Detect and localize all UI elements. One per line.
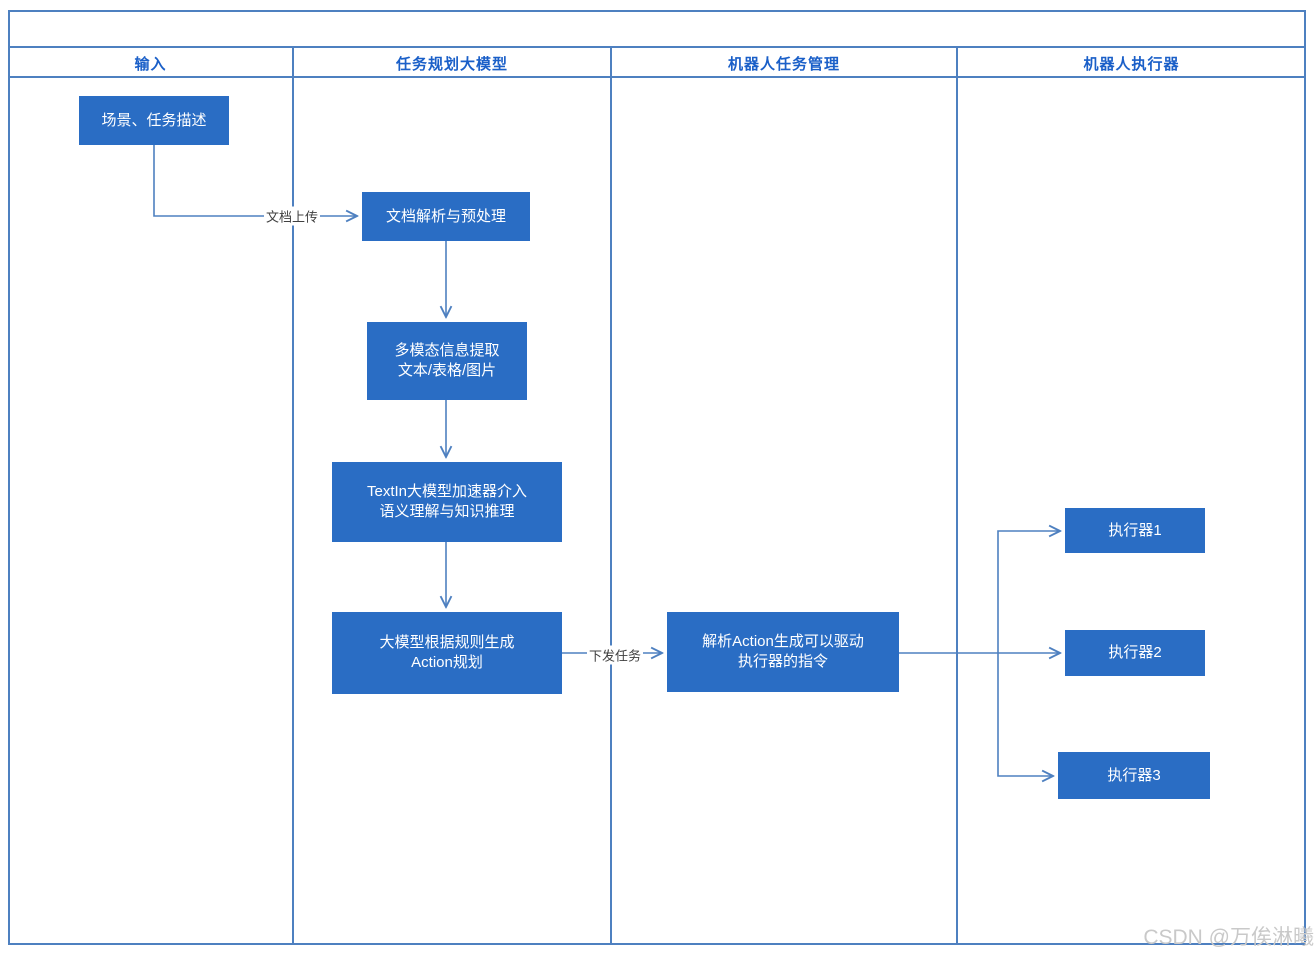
- node-parse-action-command: 解析Action生成可以驱动 执行器的指令: [667, 612, 899, 692]
- node-executor-1: 执行器1: [1065, 508, 1205, 553]
- edge-label-dispatch: 下发任务: [586, 645, 644, 665]
- lane-header-task-management: 机器人任务管理: [727, 55, 840, 73]
- lane-header-separator: [8, 76, 1306, 78]
- node-text: 执行器1: [1108, 521, 1162, 539]
- pool-frame: [8, 10, 1306, 945]
- node-textin-accelerator: TextIn大模型加速器介入 语义理解与知识推理: [332, 462, 562, 542]
- csdn-watermark: CSDN @万俟淋曦: [1143, 926, 1314, 949]
- node-document-parsing: 文档解析与预处理: [362, 192, 530, 241]
- node-text-line2: 语义理解与知识推理: [379, 503, 515, 520]
- node-scene-task-description: 场景、任务描述: [79, 96, 229, 145]
- node-multimodal-extraction: 多模态信息提取 文本/表格/图片: [367, 322, 527, 400]
- node-executor-2: 执行器2: [1065, 630, 1205, 676]
- node-text-line2: 执行器的指令: [737, 653, 828, 670]
- node-text: 场景、任务描述: [101, 111, 207, 129]
- lane-header-robot-executor: 机器人执行器: [1083, 55, 1180, 73]
- node-text: 文档解析与预处理: [385, 207, 506, 225]
- node-action-planning: 大模型根据规则生成 Action规划: [332, 612, 562, 694]
- lane-divider-3: [956, 48, 958, 945]
- node-text-line1: 多模态信息提取: [394, 342, 500, 359]
- node-text-line1: TextIn大模型加速器介入: [366, 483, 528, 500]
- node-text-line2: Action规划: [411, 654, 483, 671]
- node-text: 执行器3: [1107, 766, 1161, 784]
- node-executor-3: 执行器3: [1058, 752, 1210, 799]
- node-text-line1: 解析Action生成可以驱动: [702, 633, 864, 650]
- pool-title-separator: [8, 46, 1306, 48]
- lane-header-planning-model: 任务规划大模型: [395, 55, 508, 73]
- node-text: 执行器2: [1108, 644, 1162, 661]
- lane-header-input: 输入: [134, 55, 167, 73]
- node-text-line1: 大模型根据规则生成: [379, 634, 515, 651]
- lane-divider-2: [610, 48, 612, 945]
- edge-label-upload: 文档上传: [263, 206, 321, 226]
- node-text-line2: 文本/表格/图片: [397, 362, 497, 379]
- lane-divider-1: [292, 48, 294, 945]
